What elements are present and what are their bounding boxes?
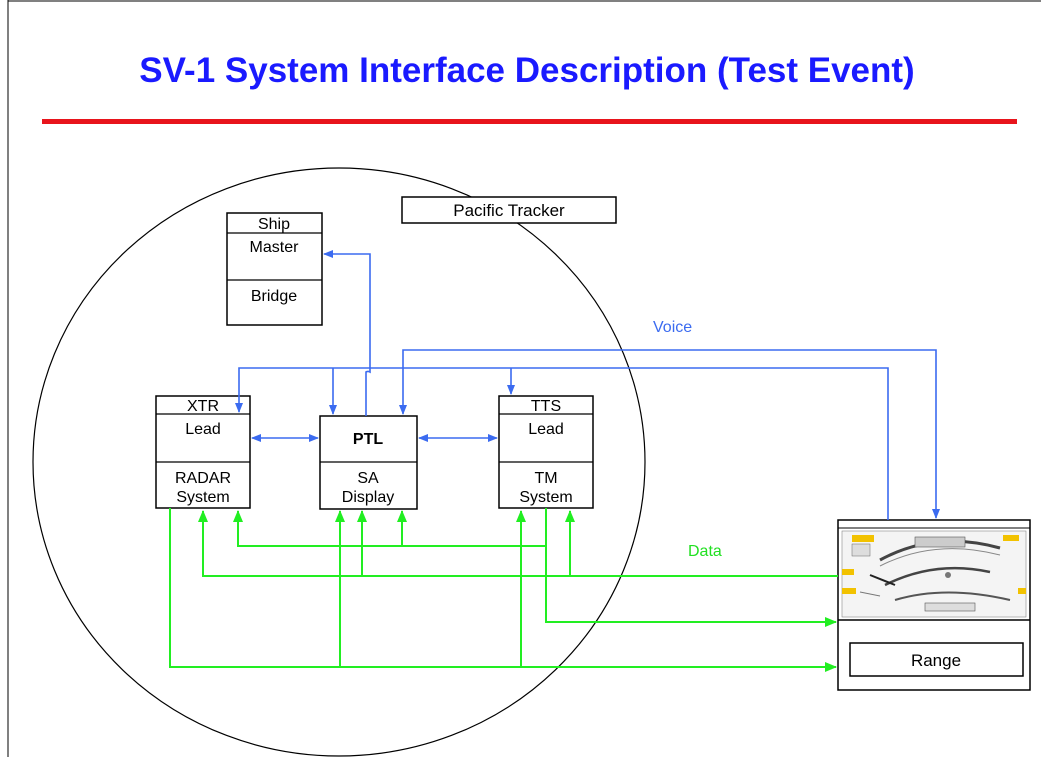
tts-header: TTS — [531, 398, 561, 415]
ship-header: Ship — [258, 216, 290, 233]
tts-system-line2: System — [519, 489, 572, 506]
control-room-floorplan-image — [841, 530, 1027, 618]
ship-node: Ship Master Bridge — [226, 212, 323, 326]
xtr-node: XTR Lead RADAR System — [155, 395, 251, 509]
voice-links: Voice — [235, 250, 940, 520]
tts-system-line1: TM — [534, 470, 557, 487]
slide-title: SV-1 System Interface Description (Test … — [139, 51, 914, 90]
ship-system: Bridge — [251, 288, 297, 305]
voice-label: Voice — [653, 319, 692, 336]
pacific-tracker-label-box — [401, 196, 617, 224]
data-link-tts-range — [545, 508, 837, 627]
ptl-node: PTL SA Display — [319, 415, 418, 510]
tts-node: TTS Lead TM System — [498, 395, 594, 509]
voice-route-range — [399, 349, 940, 519]
ptl-system-line1: SA — [357, 470, 379, 487]
data-links: Data — [169, 508, 838, 672]
ship-role: Master — [250, 239, 300, 256]
pacific-tracker-label: Pacific Tracker — [453, 201, 565, 220]
xtr-header: XTR — [187, 398, 219, 415]
xtr-role: Lead — [185, 421, 221, 438]
ptl-role: PTL — [353, 431, 383, 448]
ptl-system-line2: Display — [342, 489, 394, 506]
xtr-system-line2: System — [176, 489, 229, 506]
xtr-system-line1: RADAR — [175, 470, 231, 487]
data-bus-inner — [233, 510, 546, 547]
range-label: Range — [911, 651, 961, 670]
data-label: Data — [688, 543, 722, 560]
title-rule — [42, 119, 1017, 124]
data-link-xtr-range — [169, 508, 837, 672]
range-node: Range — [837, 519, 1031, 691]
tts-role: Lead — [528, 421, 564, 438]
voice-link-ptl-ship — [323, 250, 371, 416]
data-bus-mid — [198, 510, 838, 577]
